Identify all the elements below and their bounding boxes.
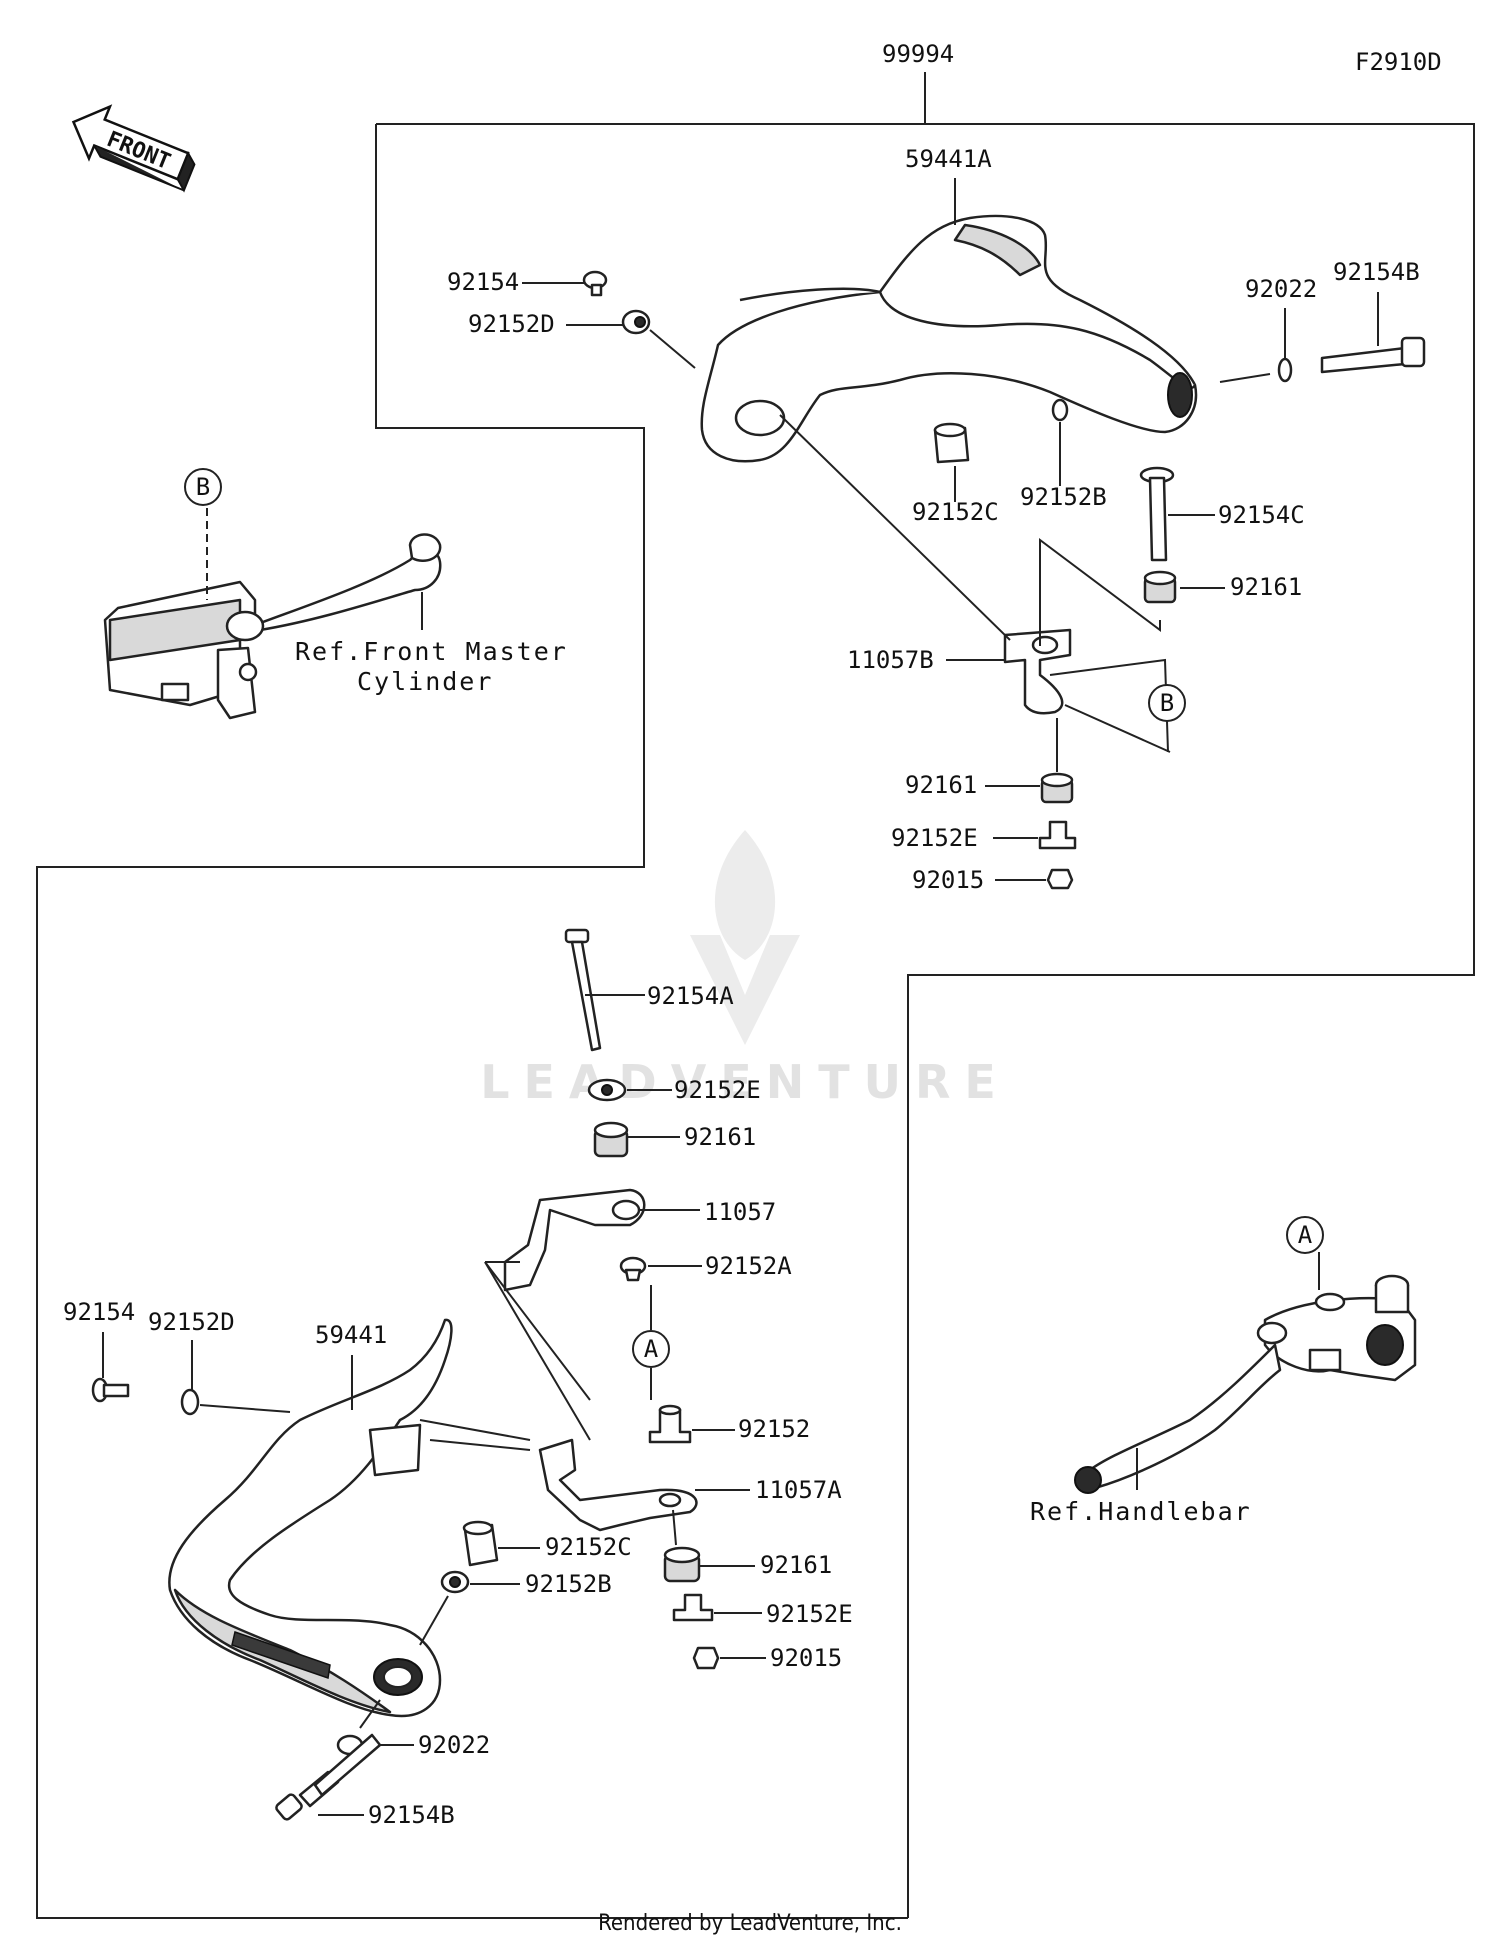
lower-washer: 92022: [336, 1699, 490, 1759]
lower-bracket: 11057: [484, 1188, 776, 1401]
assembly-number: 99994: [882, 40, 954, 68]
kawasaki-logo-icon: [231, 1631, 331, 1680]
callout-b-master: B: [184, 468, 222, 506]
label-92152A: 92152A: [705, 1252, 792, 1280]
label-59441A: 59441A: [905, 145, 992, 173]
label-92154B-lower: 92154B: [368, 1801, 455, 1829]
svg-text:A: A: [644, 1335, 659, 1363]
upper-collar-e: 92152E: [891, 820, 1077, 852]
footer-credit: Rendered by LeadVenture, Inc.: [598, 1911, 902, 1936]
handlebar-clutch-lever: Ref.Handlebar: [1030, 1252, 1417, 1526]
label-92154B-upper: 92154B: [1333, 258, 1420, 286]
lower-collar-e-bottom: 92152E: [672, 1593, 853, 1628]
watermark-flame-icon: [714, 830, 776, 960]
callout-a-lower: A: [632, 1285, 670, 1400]
label-92161-lower-bottom: 92161: [760, 1551, 832, 1579]
svg-text:A: A: [1298, 1221, 1313, 1249]
diagram-code: F2910D: [1355, 48, 1442, 76]
label-11057B: 11057B: [847, 646, 934, 674]
lower-collar-e-top: 92152E: [587, 1076, 761, 1104]
watermark: LEADVENTURE: [480, 830, 1010, 1109]
label-92152C-lower: 92152C: [545, 1533, 632, 1561]
label-92154A: 92154A: [647, 982, 734, 1010]
label-92161-upper-2: 92161: [905, 771, 977, 799]
label-92152: 92152: [738, 1415, 810, 1443]
label-92152E-lower-top: 92152E: [674, 1076, 761, 1104]
lower-bolt-b: 92154B: [275, 1733, 455, 1829]
svg-text:B: B: [196, 473, 210, 501]
lower-damper-bottom: 92161: [663, 1546, 832, 1583]
lower-nut: 92015: [692, 1644, 842, 1672]
upper-hand-guard: 59441A: [700, 145, 1198, 463]
lower-collar-a: 92152A: [619, 1252, 792, 1282]
lower-hand-guard: 59441: [168, 1318, 531, 1718]
upper-screw: 92154: [447, 268, 608, 297]
lower-collar-c: 92152C: [462, 1520, 632, 1567]
ref-front-master-line2: Cylinder: [357, 667, 493, 696]
label-92152E-upper: 92152E: [891, 824, 978, 852]
upper-collar-d: 92152D: [468, 309, 696, 369]
front-master-cylinder: Ref.Front Master Cylinder: [103, 508, 568, 720]
callout-a-handlebar: A: [1286, 1216, 1324, 1254]
label-92022-upper: 92022: [1245, 275, 1317, 303]
label-11057: 11057: [704, 1198, 776, 1226]
label-92152D-lower: 92152D: [148, 1308, 235, 1336]
lower-bracket-a: 11057A: [419, 1261, 842, 1546]
label-92015-lower: 92015: [770, 1644, 842, 1672]
label-59441: 59441: [315, 1321, 387, 1349]
lower-damper-top: 92161: [593, 1121, 756, 1158]
upper-damper-2: 92161: [905, 718, 1074, 804]
upper-bracket: 11057B: [779, 414, 1171, 753]
front-arrow-icon: FRONT: [71, 104, 196, 193]
label-92154-upper: 92154: [447, 268, 519, 296]
upper-washer: 92022: [1219, 275, 1317, 383]
upper-collar-b: 92152B: [1020, 398, 1107, 511]
label-92015-upper: 92015: [912, 866, 984, 894]
svg-text:B: B: [1160, 689, 1174, 717]
upper-collar-c: 92152C: [912, 422, 999, 526]
upper-frame: [376, 123, 1475, 1918]
lower-bolt-a: 92154A: [564, 928, 734, 1052]
label-92152C-upper: 92152C: [912, 498, 999, 526]
upper-damper-1: 92161: [1143, 570, 1302, 604]
upper-bolt-b: 92154B: [1320, 258, 1426, 374]
upper-bolt-c: 92154C: [1139, 466, 1305, 562]
label-92161-lower-top: 92161: [684, 1123, 756, 1151]
lower-frame: [36, 124, 908, 1919]
watermark-v-icon: [690, 935, 800, 1045]
callout-b-upper: B: [1148, 684, 1186, 722]
label-11057A: 11057A: [755, 1476, 842, 1504]
label-92161-upper-1: 92161: [1230, 573, 1302, 601]
lower-collar-d: 92152D: [148, 1308, 291, 1416]
lower-collar: 92152: [648, 1404, 810, 1444]
upper-nut: 92015: [912, 866, 1074, 894]
label-92022-lower: 92022: [418, 1731, 490, 1759]
ref-front-master-line1: Ref.Front Master: [295, 637, 568, 666]
lower-collar-b: 92152B: [419, 1570, 612, 1646]
label-92154C: 92154C: [1218, 501, 1305, 529]
label-92152B-lower: 92152B: [525, 1570, 612, 1598]
label-92154-lower: 92154: [63, 1298, 135, 1326]
ref-handlebar: Ref.Handlebar: [1030, 1497, 1252, 1526]
lower-screw: 92154: [63, 1298, 135, 1403]
watermark-text: LEADVENTURE: [480, 1055, 1010, 1109]
label-92152B-upper: 92152B: [1020, 483, 1107, 511]
label-92152D-upper: 92152D: [468, 310, 555, 338]
label-92152E-lower-bottom: 92152E: [766, 1600, 853, 1628]
